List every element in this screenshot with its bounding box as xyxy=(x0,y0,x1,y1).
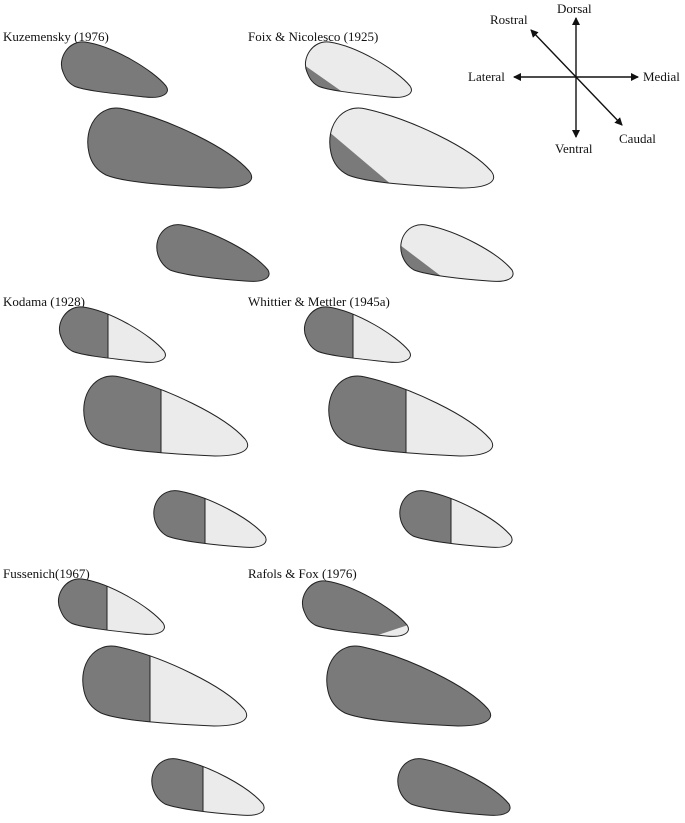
panel-title-fussenich: Fussenich(1967) xyxy=(3,566,90,581)
ventral-label: Ventral xyxy=(555,141,593,156)
section-middle xyxy=(82,645,248,727)
section-middle xyxy=(87,107,253,189)
panel-rafols-fox xyxy=(301,580,511,816)
lateral-label: Lateral xyxy=(468,69,505,84)
caudal-label: Caudal xyxy=(619,131,656,146)
dorsal-label: Dorsal xyxy=(557,1,592,16)
section-caudal xyxy=(156,224,270,282)
section-caudal xyxy=(399,490,513,548)
section-rostral xyxy=(58,306,166,363)
panel-title-kuzemensky: Kuzemensky (1976) xyxy=(3,29,109,44)
panel-fussenich xyxy=(57,578,265,816)
panel-title-kodama: Kodama (1928) xyxy=(3,294,85,309)
section-middle xyxy=(326,645,492,727)
section-middle xyxy=(328,375,494,457)
section-rostral xyxy=(60,41,168,98)
panel-kodama xyxy=(58,306,267,548)
medial-label: Medial xyxy=(643,69,680,84)
rostral-label: Rostral xyxy=(490,12,528,27)
panel-kuzemensky xyxy=(60,41,270,282)
orientation-compass: Dorsal Ventral Lateral Medial Rostral Ca… xyxy=(468,1,680,156)
section-caudal xyxy=(400,224,514,282)
section-rostral xyxy=(57,578,165,635)
section-rostral xyxy=(303,306,411,363)
rostral-arrow xyxy=(530,29,577,78)
section-rostral xyxy=(301,580,409,637)
section-caudal xyxy=(397,758,511,816)
panel-title-rafols-fox: Rafols & Fox (1976) xyxy=(248,566,357,581)
panel-title-whittier-mettler: Whittier & Mettler (1945a) xyxy=(248,294,390,309)
caudal-arrow xyxy=(575,76,623,126)
section-caudal xyxy=(153,490,267,548)
section-middle xyxy=(83,375,249,457)
section-middle xyxy=(329,107,495,189)
section-rostral xyxy=(304,41,412,98)
panel-title-foix-nicolesco: Foix & Nicolesco (1925) xyxy=(248,29,378,44)
section-caudal xyxy=(151,758,265,816)
panel-whittier-mettler xyxy=(303,306,513,548)
